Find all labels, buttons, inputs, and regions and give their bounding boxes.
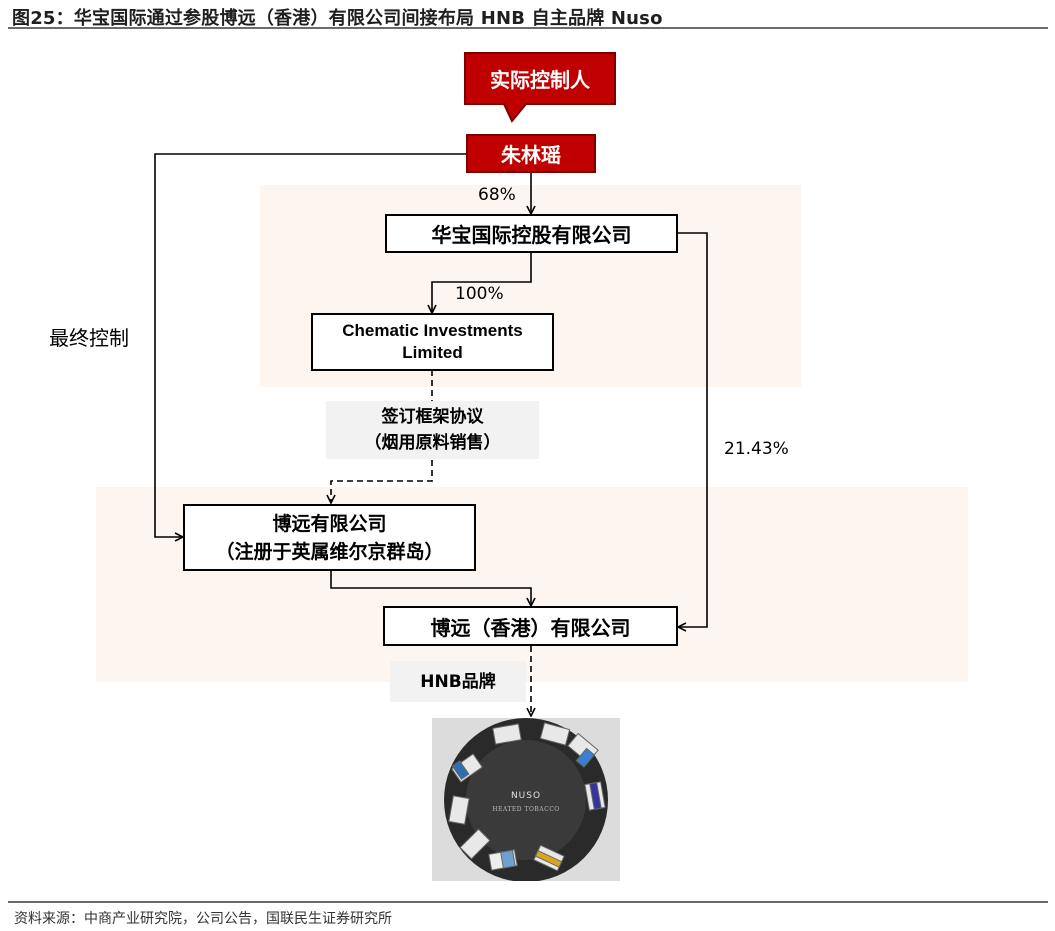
- title-rule: [8, 27, 1048, 29]
- boyuan-hk-box: 博远（香港）有限公司: [383, 606, 678, 646]
- bottom-rule: [8, 901, 1048, 903]
- pct-68-label: 68%: [478, 185, 516, 205]
- figure-title: 图25：华宝国际通过参股博远（香港）有限公司间接布局 HNB 自主品牌 Nuso: [12, 8, 663, 29]
- pct-100-label: 100%: [455, 284, 504, 304]
- controller-tag: 实际控制人: [490, 68, 590, 92]
- edge-huabao-hk: [677, 232, 708, 627]
- controller-box: 朱林瑶: [466, 134, 596, 173]
- pct-2143-label: 21.43%: [724, 439, 789, 459]
- edge-bvi-hk: [330, 570, 531, 606]
- chematic-box: Chematic Investments Limited: [311, 313, 554, 371]
- hnb-brand-label: HNB品牌: [390, 661, 526, 702]
- boyuan-bvi-box: 博远有限公司 （注册于英属维尔京群岛）: [183, 504, 476, 571]
- huabao-box: 华宝国际控股有限公司: [385, 214, 678, 253]
- edge-ultimate-control: [154, 153, 467, 537]
- edge-huabao-chematic: [432, 252, 532, 313]
- controller-tag-shape: [464, 52, 616, 123]
- product-subtitle-text: HEATED TOBACCO: [492, 806, 559, 813]
- nuso-product-image: NUSO HEATED TOBACCO: [432, 718, 620, 881]
- product-brand-text: NUSO: [511, 791, 541, 801]
- source-note: 资料来源：中商产业研究院，公司公告，国联民生证券研究所: [14, 911, 392, 927]
- ultimate-control-label: 最终控制: [49, 326, 129, 350]
- agreement-label: 签订框架协议 （烟用原料销售）: [326, 401, 539, 459]
- product-illustration: NUSO HEATED TOBACCO: [432, 718, 620, 881]
